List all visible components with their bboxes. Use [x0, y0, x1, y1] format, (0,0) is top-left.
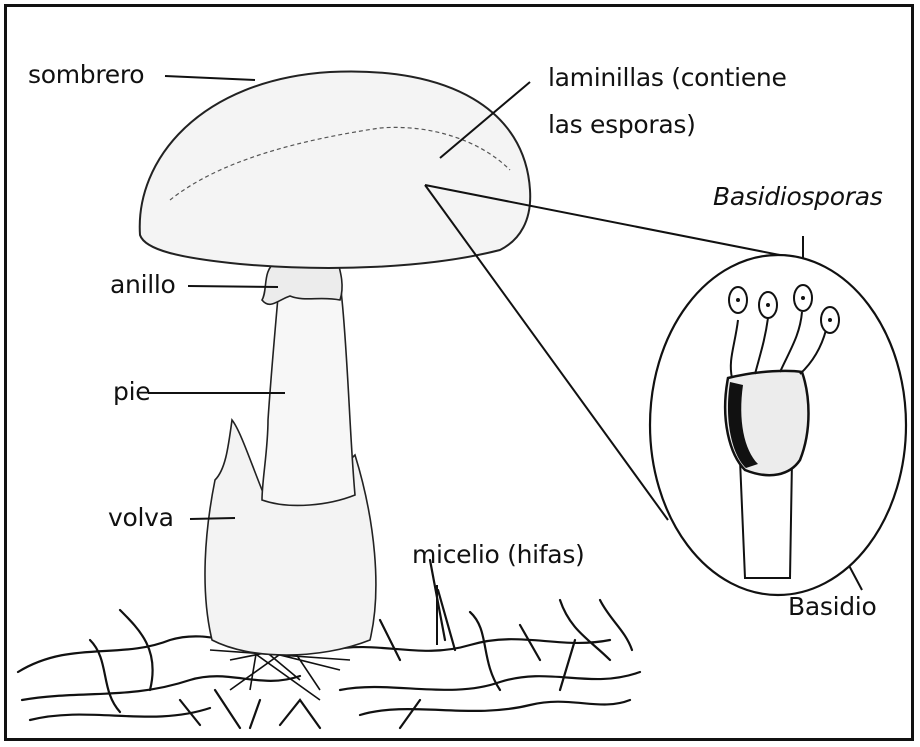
anillo-leader: [188, 286, 278, 287]
zoom-line-lower: [425, 185, 668, 520]
cap-shape: [140, 71, 530, 267]
label-anillo: anillo: [110, 270, 176, 300]
sombrero-leader: [165, 76, 255, 80]
label-laminillas-line1: laminillas (contiene: [548, 63, 787, 93]
magnified-basidium: [650, 255, 906, 595]
label-basidio: Basidio: [788, 592, 876, 622]
label-micelio: micelio (hifas): [412, 540, 585, 570]
label-sombrero: sombrero: [28, 60, 144, 90]
label-volva: volva: [108, 503, 174, 533]
label-pie: pie: [113, 377, 150, 407]
label-laminillas-line2: las esporas): [548, 110, 696, 140]
volva-leader: [190, 518, 235, 519]
basidium-stalk: [740, 460, 792, 578]
label-basidiosporas: Basidiosporas: [713, 182, 882, 212]
